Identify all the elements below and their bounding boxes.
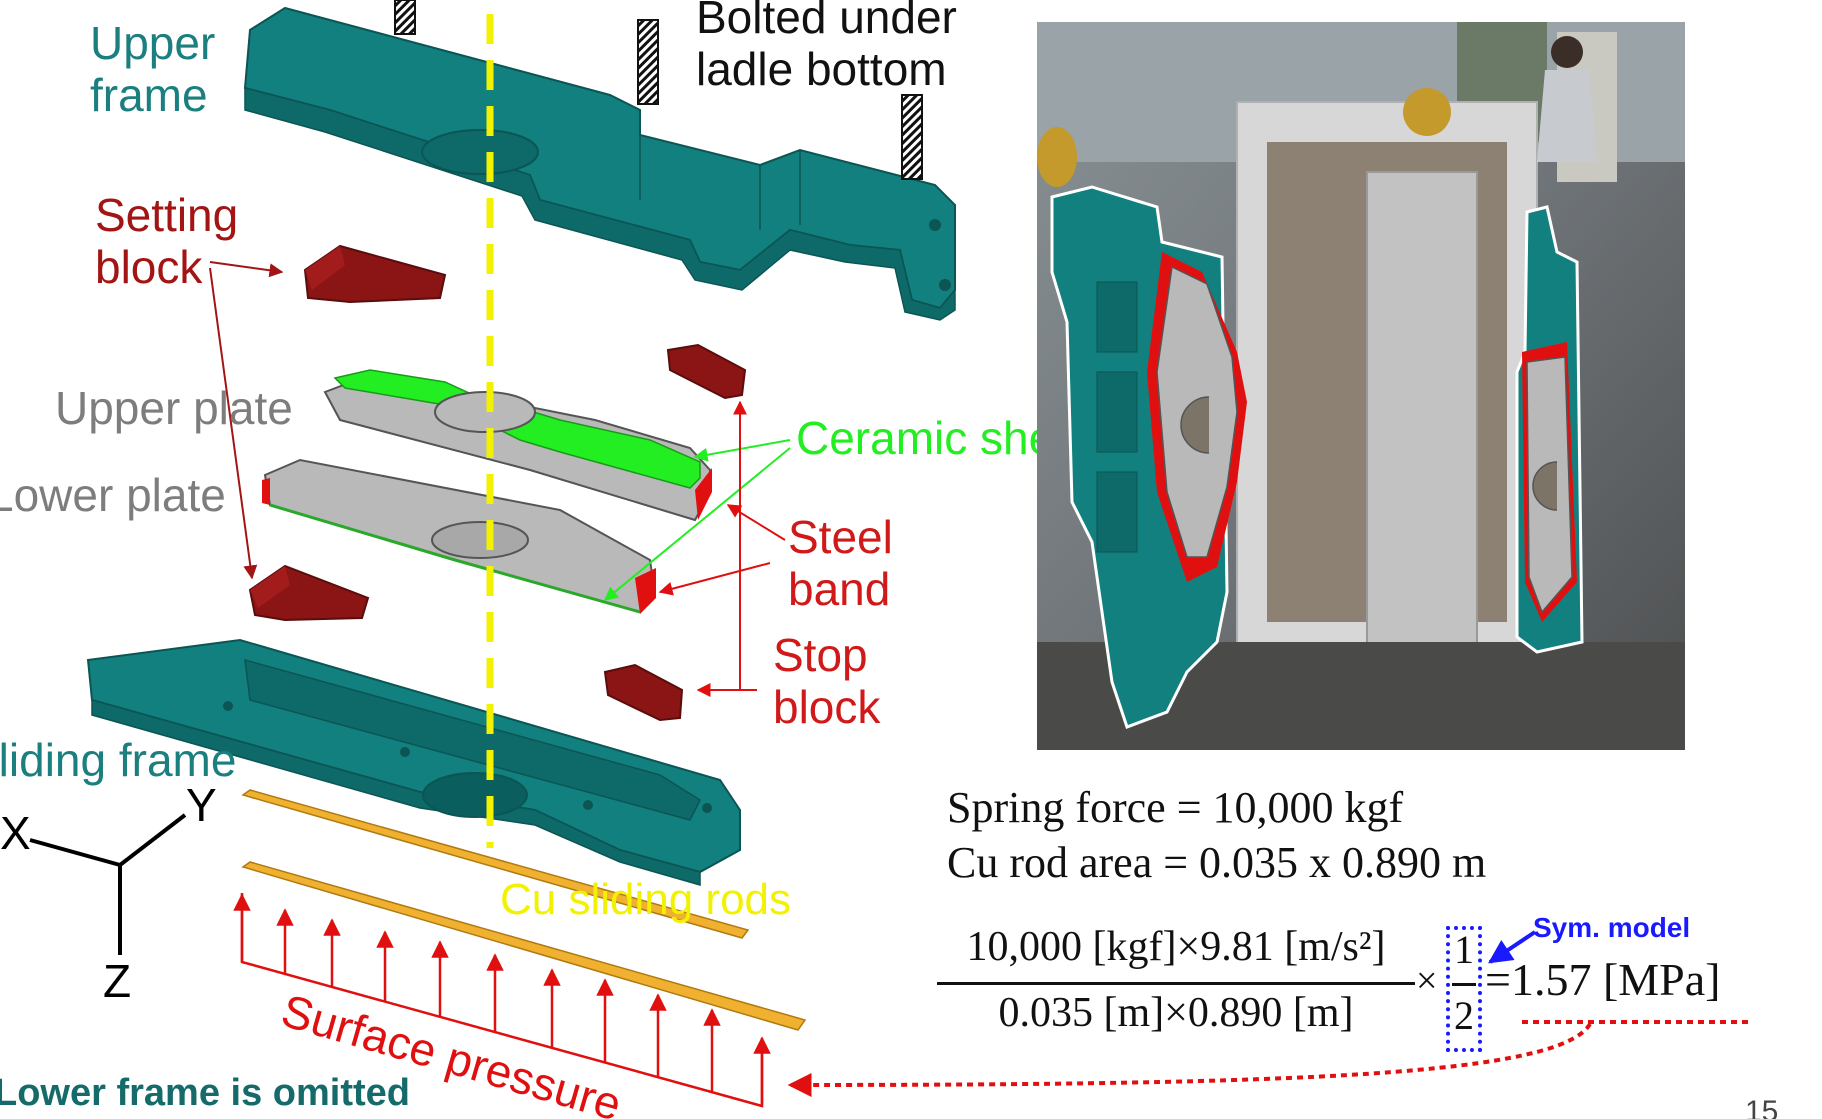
stop-block-lower — [603, 663, 684, 722]
label-stop-block-line2: block — [773, 680, 881, 733]
sliding-frame-part — [86, 638, 741, 886]
ceramic-sheet-leaders — [603, 439, 791, 601]
surface-pressure-arrows — [233, 893, 771, 1108]
label-upper-plate: Upper plate — [55, 382, 293, 434]
label-bolted-line2: ladle bottom — [696, 42, 947, 95]
equation-cu-rod-area: Cu rod area = 0.035 x 0.890 m — [947, 838, 1487, 887]
half-fraction-bar — [1452, 983, 1476, 986]
label-steel-band-line2: band — [788, 562, 891, 615]
times-sign: × — [1416, 960, 1438, 1002]
label-bolted-line1: Bolted under — [696, 0, 957, 43]
setting-block-leaders — [209, 261, 284, 580]
sym-model-arrow — [1488, 930, 1537, 964]
exploded-assembly-diagram — [29, 0, 956, 1108]
fraction-numerator: 10,000 [kgf]×9.81 [m/s²] — [966, 924, 1386, 970]
cu-sliding-rods — [241, 789, 807, 1031]
steel-band-leaders — [658, 504, 786, 596]
label-stop-block-line1: Stop — [773, 629, 868, 681]
upper-frame-part — [243, 6, 956, 321]
label-steel-band: Steel band — [788, 511, 893, 615]
half-denominator: 2 — [1454, 993, 1474, 1038]
fraction-denominator: 0.035 [m]×0.890 [m] — [998, 990, 1354, 1036]
label-lower-plate: Lower plate — [0, 469, 226, 521]
bolt-3 — [901, 94, 923, 180]
label-upper-frame-line1: Upper — [90, 17, 216, 69]
fraction-bar — [937, 982, 1415, 985]
half-numerator: 1 — [1454, 927, 1474, 972]
label-bolted: Bolted under ladle bottom — [696, 0, 957, 95]
stop-block-upper — [666, 343, 747, 400]
bolt-2 — [637, 19, 659, 105]
label-upper-frame: Upper frame — [90, 17, 216, 121]
label-setting-block-line1: Setting — [95, 189, 239, 241]
label-upper-frame-line2: frame — [90, 68, 208, 121]
setting-block-lower — [248, 564, 370, 622]
axis-label-z: Z — [103, 955, 132, 1007]
label-setting-block: Setting block — [95, 189, 239, 293]
label-sym-model: Sym. model — [1533, 912, 1691, 943]
photo-sliding-gate-section — [1037, 22, 1685, 750]
label-setting-block-line2: block — [95, 240, 203, 293]
stop-block-leaders — [696, 400, 757, 697]
equation-spring-force: Spring force = 10,000 kgf — [947, 783, 1404, 832]
sym-model-box — [1446, 926, 1482, 1052]
axis-label-x: X — [0, 807, 31, 859]
label-sliding-frame: Sliding frame — [0, 734, 237, 786]
lower-plate-part — [262, 458, 657, 614]
label-cu-sliding-rods: Cu sliding rods — [500, 875, 792, 924]
page-number: 15 — [1745, 1095, 1779, 1119]
coordinate-axes — [29, 813, 187, 955]
upper-plate-part — [323, 369, 712, 522]
label-stop-block: Stop block — [773, 629, 881, 733]
result-to-pressure-arrow — [787, 1022, 1592, 1097]
label-lower-frame-omitted: Lower frame is omitted — [0, 1072, 410, 1114]
setting-block-upper — [303, 244, 447, 304]
axis-label-y: Y — [186, 779, 217, 831]
label-steel-band-line1: Steel — [788, 511, 893, 563]
bolt-1 — [394, 0, 416, 35]
equation-result: =1.57 [MPa] — [1485, 954, 1721, 1005]
